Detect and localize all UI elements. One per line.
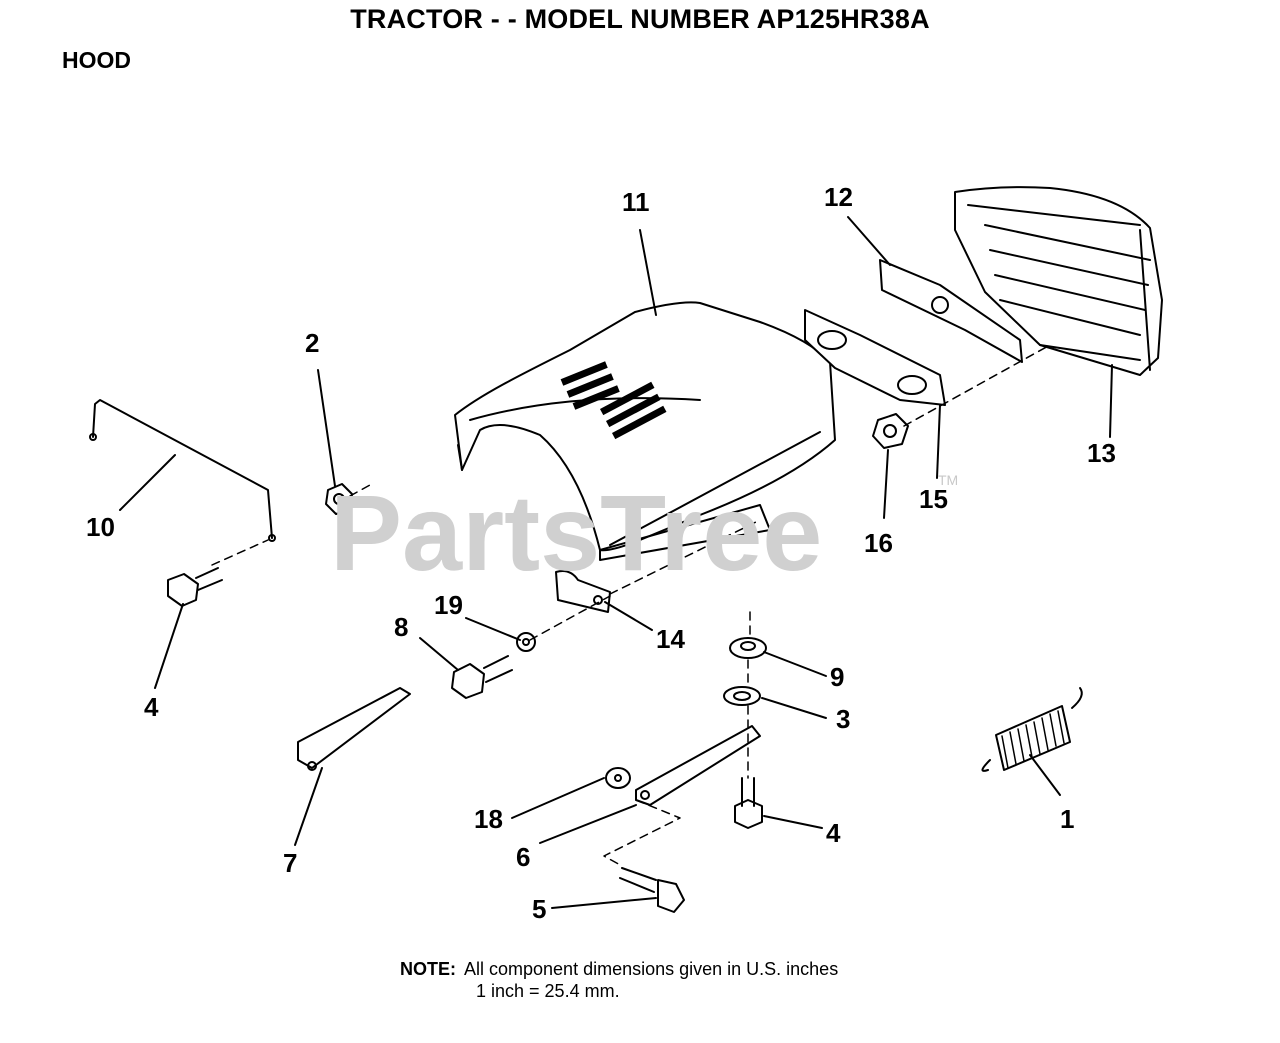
callout-11[interactable]: 11	[622, 187, 650, 217]
bolt-part-8[interactable]	[451, 655, 513, 699]
callout-6[interactable]: 6	[516, 842, 530, 872]
callout-19[interactable]: 19	[434, 590, 463, 620]
nut-part-2[interactable]	[325, 483, 353, 515]
callout-15[interactable]: 15	[919, 484, 948, 514]
section-label: HOOD	[62, 47, 131, 73]
callout-13[interactable]: 13	[1087, 438, 1116, 468]
washer-part-18[interactable]	[605, 767, 631, 789]
callout-10[interactable]: 10	[86, 512, 115, 542]
grille-part-13[interactable]	[954, 186, 1163, 376]
watermark-text: PartsTree	[330, 472, 822, 593]
callout-7[interactable]: 7	[283, 848, 297, 878]
hood-part-11[interactable]	[454, 301, 836, 561]
bolt-part-4-left[interactable]	[167, 567, 223, 607]
callout-5[interactable]: 5	[532, 894, 546, 924]
watermark-tm: TM	[938, 472, 958, 488]
leader-lines	[119, 216, 1113, 909]
spring-part-1[interactable]	[981, 687, 1083, 772]
bracket-part-12[interactable]	[879, 259, 1023, 363]
callout-14[interactable]: 14	[656, 624, 685, 654]
nut-part-9[interactable]	[729, 637, 767, 659]
note-line-2: 1 inch = 25.4 mm.	[476, 981, 620, 1001]
callout-9[interactable]: 9	[830, 662, 844, 692]
note-line-1: All component dimensions given in U.S. i…	[464, 959, 839, 979]
note-block: NOTE: All component dimensions given in U…	[400, 958, 838, 1002]
callout-2[interactable]: 2	[305, 328, 319, 358]
washer-part-19[interactable]	[516, 632, 536, 652]
bolt-part-4-right[interactable]	[734, 777, 763, 829]
bar-part-6[interactable]	[635, 725, 761, 806]
nut-part-16[interactable]	[872, 413, 909, 449]
callout-12[interactable]: 12	[824, 182, 853, 212]
callout-4-right[interactable]: 4	[826, 818, 841, 848]
washer-part-3[interactable]	[723, 686, 761, 706]
rod-part-10[interactable]	[89, 399, 276, 542]
callout-8[interactable]: 8	[394, 612, 408, 642]
callout-18[interactable]: 18	[474, 804, 503, 834]
assembly-lines	[211, 344, 1051, 867]
callout-1[interactable]: 1	[1060, 804, 1074, 834]
callout-3[interactable]: 3	[836, 704, 850, 734]
diagram-title: TRACTOR - - MODEL NUMBER AP125HR38A	[350, 4, 930, 34]
bolt-part-5[interactable]	[619, 867, 685, 913]
lens-panel-part-15[interactable]	[804, 309, 946, 406]
note-label: NOTE:	[400, 959, 456, 979]
callout-4-left[interactable]: 4	[144, 692, 159, 722]
callout-16[interactable]: 16	[864, 528, 893, 558]
bar-part-7[interactable]	[297, 687, 411, 771]
